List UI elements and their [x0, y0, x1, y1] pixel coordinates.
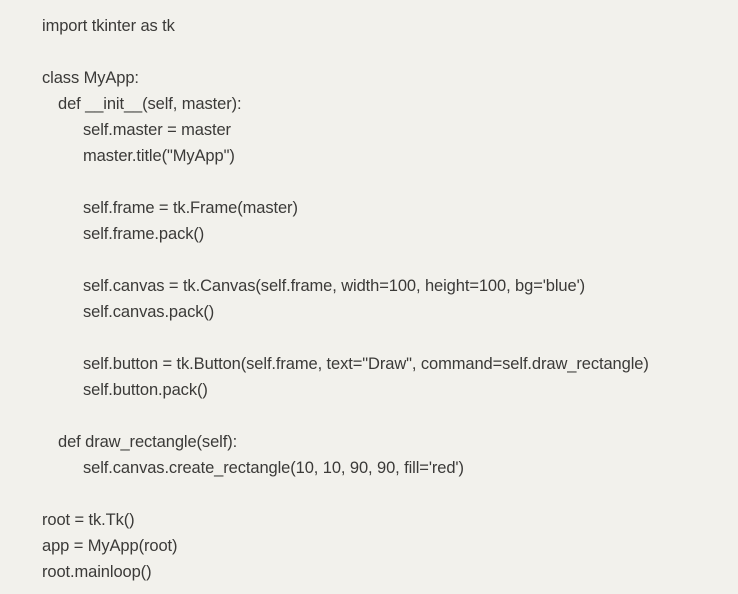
- code-line: self.button = tk.Button(self.frame, text…: [42, 351, 728, 377]
- code-line-text: self.master = master: [83, 121, 231, 139]
- code-line-text: def __init__(self, master):: [58, 95, 242, 113]
- code-line-text: class MyApp:: [42, 69, 139, 87]
- code-line-text: self.canvas.pack(): [83, 303, 215, 321]
- code-line: [42, 169, 728, 195]
- code-line: self.canvas.create_rectangle(10, 10, 90,…: [42, 455, 728, 481]
- code-line-text: master.title("MyApp"): [83, 147, 235, 165]
- code-line-text: self.button = tk.Button(self.frame, text…: [83, 355, 649, 373]
- code-line: class MyApp:: [42, 65, 728, 91]
- code-line: def __init__(self, master):: [42, 91, 728, 117]
- code-line-text: self.button.pack(): [83, 381, 208, 399]
- code-line-text: self.frame = tk.Frame(master): [83, 199, 298, 217]
- code-line-text: self.frame.pack(): [83, 225, 205, 243]
- code-line-text: app = MyApp(root): [42, 537, 178, 555]
- code-line: [42, 325, 728, 351]
- code-line: self.master = master: [42, 117, 728, 143]
- code-line: import tkinter as tk: [42, 13, 728, 39]
- code-line-text: root = tk.Tk(): [42, 511, 135, 529]
- code-lines-container: import tkinter as tk class MyApp: def __in…: [42, 13, 728, 585]
- code-line-text: import tkinter as tk: [42, 17, 175, 35]
- code-line-text: self.canvas = tk.Canvas(self.frame, widt…: [83, 277, 586, 295]
- code-line: master.title("MyApp"): [42, 143, 728, 169]
- code-line-text: root.mainloop(): [42, 563, 152, 581]
- code-line: self.frame.pack(): [42, 221, 728, 247]
- code-line: [42, 403, 728, 429]
- code-line: self.button.pack(): [42, 377, 728, 403]
- code-line: app = MyApp(root): [42, 533, 728, 559]
- code-line: self.canvas = tk.Canvas(self.frame, widt…: [42, 273, 728, 299]
- code-line: def draw_rectangle(self):: [42, 429, 728, 455]
- code-line: self.frame = tk.Frame(master): [42, 195, 728, 221]
- code-line-text: self.canvas.create_rectangle(10, 10, 90,…: [83, 459, 464, 477]
- code-line-text: def draw_rectangle(self):: [58, 433, 238, 451]
- code-line: root.mainloop(): [42, 559, 728, 585]
- code-line: self.canvas.pack(): [42, 299, 728, 325]
- code-line: [42, 247, 728, 273]
- code-line: [42, 39, 728, 65]
- code-line: [42, 481, 728, 507]
- code-line: root = tk.Tk(): [42, 507, 728, 533]
